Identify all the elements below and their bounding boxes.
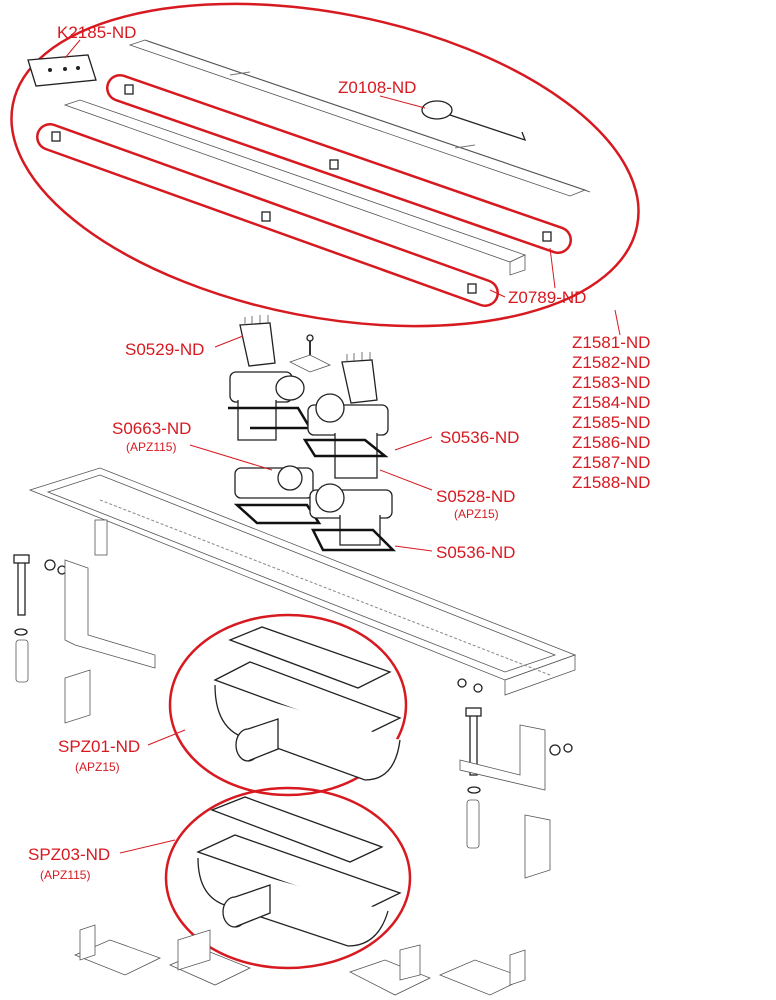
label-z1582: Z1582-ND	[572, 353, 650, 372]
label-z-series: Z1581-ND Z1582-ND Z1583-ND Z1584-ND Z158…	[572, 333, 650, 492]
label-spz01-sub: (APZ15)	[75, 760, 120, 774]
siphon-apz15-lower	[309, 483, 397, 552]
label-s0528-sub: (APZ15)	[454, 507, 499, 521]
label-s0663: S0663-ND	[112, 419, 191, 438]
siphon-apz15-upper	[302, 393, 389, 479]
label-s0528: S0528-ND	[436, 487, 515, 506]
k2185-part	[27, 54, 97, 87]
grate-cover	[128, 39, 591, 197]
mounting-hardware-right	[457, 678, 573, 879]
gasket-upper	[106, 74, 572, 254]
label-s0536-bottom: S0536-ND	[436, 543, 515, 562]
gasket-lower	[36, 123, 499, 307]
label-z1586: Z1586-ND	[572, 433, 650, 452]
label-z1587: Z1587-ND	[572, 453, 650, 472]
label-z1585: Z1585-ND	[572, 413, 650, 432]
label-spz01: SPZ01-ND	[58, 737, 140, 756]
clip-left	[239, 315, 276, 367]
siphon-apz115-upper	[228, 371, 313, 441]
label-z0108: Z0108-ND	[338, 78, 416, 97]
spz03-ellipse	[164, 786, 412, 970]
leader-lines	[64, 39, 621, 854]
label-s0536-top: S0536-ND	[440, 428, 519, 447]
label-z1584: Z1584-ND	[572, 393, 650, 412]
label-s0529: S0529-ND	[125, 340, 204, 359]
label-spz03-sub: (APZ115)	[40, 868, 90, 882]
bottom-feet	[73, 924, 527, 996]
label-spz03: SPZ03-ND	[28, 845, 110, 864]
spz03-siphon	[196, 796, 402, 947]
screw-bracket	[288, 334, 332, 373]
siphon-apz115-lower	[233, 465, 322, 525]
hook-tool	[421, 100, 527, 142]
spz01-ellipse	[168, 613, 408, 797]
label-z1583: Z1583-ND	[572, 373, 650, 392]
spz01-siphon	[213, 626, 402, 781]
label-k2185: K2185-ND	[57, 23, 136, 42]
label-z1581: Z1581-ND	[572, 333, 650, 352]
grate-group-ellipse	[10, 2, 640, 328]
clip-right	[341, 352, 378, 404]
drain-channel-body	[28, 467, 577, 696]
drain-channel-rail	[63, 99, 527, 276]
label-s0663-sub: (APZ115)	[126, 440, 176, 454]
label-z0789: Z0789-ND	[508, 288, 586, 307]
label-z1588: Z1588-ND	[572, 473, 650, 492]
mounting-hardware-left	[13, 554, 156, 724]
